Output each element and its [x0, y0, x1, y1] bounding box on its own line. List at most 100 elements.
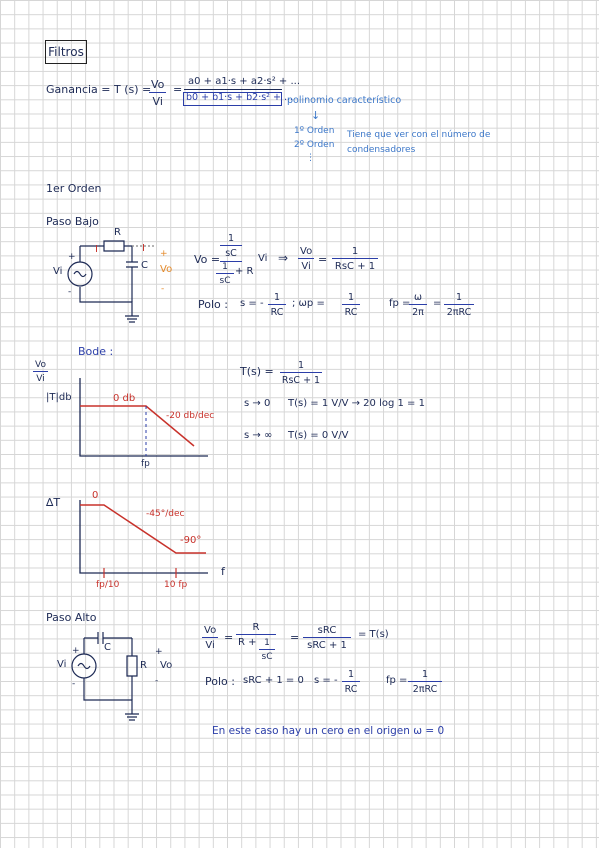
- lp-big-fraction: 1 sC: [220, 233, 242, 262]
- lp-fp-frac1: ω 2π: [409, 292, 427, 318]
- hp-s-den: RC: [344, 684, 358, 695]
- lp-fp-num1: ω: [409, 292, 427, 305]
- hp-plus-left: +: [72, 646, 80, 656]
- lp-vo-vi-frac: Vo Vi: [298, 246, 315, 272]
- lp-fp-eq: =: [433, 298, 442, 309]
- bode-t-den: RsC + 1: [281, 375, 321, 386]
- lp-i-left: I: [95, 244, 98, 255]
- bode-sinf: s → ∞: [244, 430, 273, 441]
- equals-sign: =: [173, 83, 183, 96]
- lp-den-fraction: 1 sC: [216, 262, 234, 286]
- bode-s0-res: T(s) = 1 V/V → 20 log 1 = 1: [288, 398, 425, 409]
- orden1-label: 1º Orden: [294, 126, 335, 136]
- bode-ts: T(s) =: [240, 365, 274, 378]
- bode-sinf-res: T(s) = 0 V/V: [288, 430, 349, 441]
- denominator-box: [183, 92, 282, 106]
- capacitor-c: [126, 261, 138, 268]
- lp-fp-den1: 2π: [412, 307, 424, 318]
- page-title: Filtros: [48, 45, 84, 59]
- hp-src-frac: sRC sRC + 1: [303, 625, 351, 651]
- lp-r-label: R: [114, 227, 121, 238]
- lp-res-num: 1: [332, 246, 378, 259]
- bode-ylabel-vo: Vo: [33, 360, 48, 372]
- lp-polo: Polo :: [198, 298, 228, 311]
- orden2-label: 2º Orden: [294, 140, 335, 150]
- hp-vi-label: Vi: [57, 659, 67, 670]
- hp-vo-vi-frac: Vo Vi: [202, 625, 219, 651]
- lp-i-right: I: [142, 243, 145, 254]
- mag-axis-label: |T|db: [46, 392, 72, 403]
- resistor-r: [103, 240, 125, 252]
- arrow-down: ↓: [311, 109, 321, 122]
- hp-c-label: C: [104, 642, 111, 653]
- lp-plus-left: +: [68, 252, 76, 262]
- dots: ⋮: [306, 153, 315, 163]
- hp-s-frac: 1 RC: [342, 669, 360, 695]
- lp-wp-num: 1: [342, 292, 360, 305]
- lp-f1-num: 1: [220, 233, 242, 246]
- hp-capacitor: [84, 632, 132, 644]
- hp-r-subfrac: 1 sC: [259, 638, 275, 662]
- lp-wire-left: [79, 246, 133, 316]
- hp-s-num: 1: [342, 669, 360, 682]
- lp-f1-den2: sC: [219, 276, 231, 286]
- lp-res-den: RsC + 1: [334, 261, 376, 272]
- vo-num: Vo: [149, 78, 167, 93]
- mag-slope-label: -20 db/dec: [166, 411, 215, 421]
- lp-f1-num2: sC: [220, 246, 242, 262]
- fraction-bar: [184, 89, 282, 90]
- section-title: 1er Orden: [46, 182, 102, 195]
- phase-axes: [79, 500, 208, 574]
- hp-eq1: =: [224, 631, 234, 644]
- f-axis-label: f: [221, 565, 225, 578]
- paso-bajo-heading: Paso Bajo: [46, 215, 99, 228]
- lp-fp: fp =: [389, 298, 411, 309]
- lp-ground: [125, 315, 139, 323]
- hp-src-num: sRC: [303, 625, 351, 638]
- bode-ylabel-vi: Vi: [36, 374, 45, 384]
- ganancia-label: Ganancia = T (s) =: [46, 83, 152, 96]
- fp-axis-label: fp: [141, 459, 150, 469]
- lp-eq-vo: Vo =: [194, 253, 221, 266]
- tenfp-label: 10 fp: [164, 580, 188, 590]
- hp-source-wave: [77, 662, 91, 670]
- lp-res-frac: 1 RsC + 1: [332, 246, 378, 272]
- hp-vo-label: Vo: [160, 660, 173, 671]
- hp-vi: Vi: [205, 640, 215, 651]
- hp-r-label: R: [140, 660, 147, 671]
- note-line1: Tiene que ver con el número de: [347, 130, 491, 140]
- lp-s-den: RC: [270, 307, 284, 318]
- hp-eq3: = T(s): [358, 629, 389, 640]
- hp-fp-frac: 1 2πRC: [408, 669, 442, 695]
- lp-s-num: 1: [268, 292, 286, 305]
- hp-ground: [125, 713, 139, 721]
- lp-wire-top2: [124, 245, 133, 262]
- phase-curve: [80, 504, 206, 554]
- lp-eq2: =: [318, 253, 328, 266]
- hp-fp-den: 2πRC: [412, 684, 438, 695]
- lp-wp: ; ωp =: [292, 298, 325, 309]
- lp-vo-vi-num: Vo: [298, 246, 315, 259]
- vi-den: Vi: [152, 95, 163, 108]
- hp-s-eq: s = -: [314, 675, 338, 686]
- lp-fp-num2: 1: [444, 292, 474, 305]
- note-line2: condensadores: [347, 145, 416, 155]
- lp-source-wave: [73, 270, 87, 278]
- hp-vo: Vo: [202, 625, 219, 638]
- title-box: Filtros: [45, 40, 87, 64]
- lp-source-circle: [67, 261, 93, 287]
- minus90-label: -90°: [180, 535, 202, 546]
- phase-slope-label: -45°/dec: [146, 509, 185, 519]
- hp-resistor: [126, 638, 138, 700]
- hp-eq2: =: [290, 631, 300, 644]
- hp-polo: Polo :: [205, 675, 235, 688]
- lp-minus-left: -: [68, 287, 72, 297]
- lp-fp-den2: 2πRC: [446, 307, 472, 318]
- lp-f1-den1: 1: [216, 262, 234, 274]
- hp-r-den-den: sC: [261, 652, 273, 662]
- hp-wire-left: [83, 638, 133, 714]
- hp-minus-left: -: [72, 679, 76, 689]
- numerator-polynomial: a0 + a1·s + a2·s² + ...: [188, 76, 301, 87]
- hp-r-den-num: 1: [259, 638, 275, 650]
